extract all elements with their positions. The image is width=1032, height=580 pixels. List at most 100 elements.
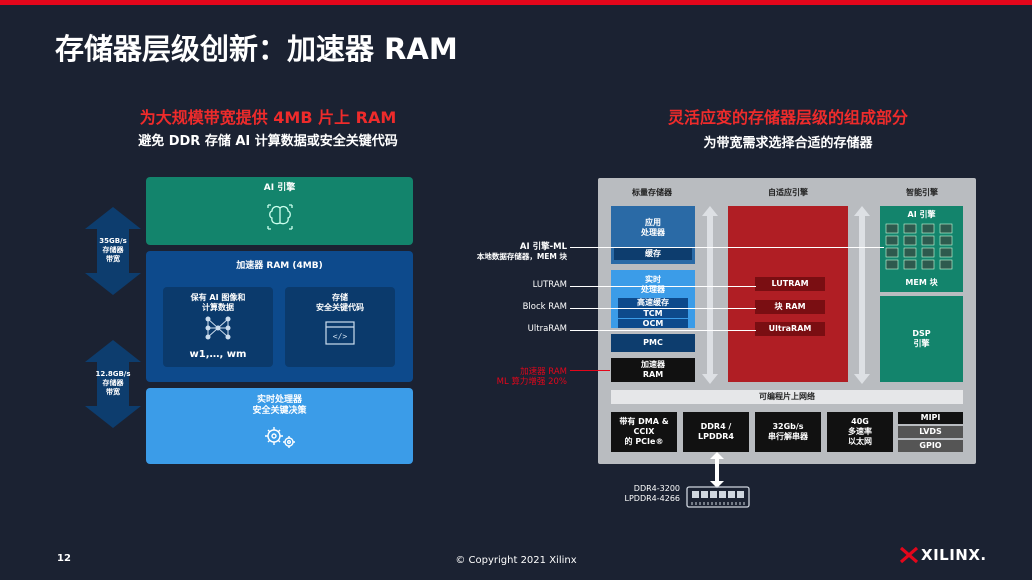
up-down-arrow-left xyxy=(702,206,718,384)
accel-ram-label: 加速器 RAM (4MB) xyxy=(236,261,323,271)
connector-ai xyxy=(570,247,884,248)
app-proc-line2: 处理器 xyxy=(641,228,665,237)
connector-accel xyxy=(570,370,610,371)
bw-bottom-label1: 存储器 xyxy=(102,379,124,387)
page-title: 存储器层级创新：加速器 RAM xyxy=(55,32,458,66)
bw-bottom-value: 12.8GB/s xyxy=(95,370,131,378)
bandwidth-arrow-bottom: 12.8GB/s 存储器 带宽 xyxy=(85,340,141,428)
left-heading: 为大规模带宽提供 4MB 片上 RAM xyxy=(139,108,397,127)
connector-bram xyxy=(570,308,756,309)
ai-engine-block: AI 引擎 xyxy=(146,177,413,245)
gears-icon xyxy=(265,427,295,448)
ai-tile-array xyxy=(885,223,953,270)
ddr-link-arrow xyxy=(710,452,724,488)
pcie-line2: CCIX xyxy=(633,427,655,436)
top-accent-bar xyxy=(0,0,1032,5)
app-processor-block: 应用处理器 缓存 xyxy=(611,206,695,264)
ext-bram-label: Block RAM xyxy=(522,302,567,312)
rt-proc-line1: 实时 xyxy=(645,275,661,284)
ddr-speed-label2: LPDDR4-4266 xyxy=(624,494,681,503)
safety-code-card: 存储 安全关键代码 </> xyxy=(285,287,395,367)
brain-icon xyxy=(267,204,293,230)
bw-top-label2: 带宽 xyxy=(106,255,120,263)
ext-ai-ml-label: AI 引擎-ML xyxy=(519,242,567,252)
mem-block-label: MEM 块 xyxy=(905,278,938,287)
app-proc-line1: 应用 xyxy=(645,218,661,227)
memory-stick-icon xyxy=(686,486,750,508)
right-subheading: 为带宽需求选择合适的存储器 xyxy=(703,136,873,151)
col-adaptive-label: 自适应引擎 xyxy=(768,188,808,197)
ai-engine-tile-block: AI 引擎 MEM 块 xyxy=(880,206,963,292)
io-lvds: LVDS xyxy=(898,426,963,438)
svg-text:</>: </> xyxy=(333,332,348,341)
xilinx-wordmark: XILINX. xyxy=(921,546,987,564)
bandwidth-arrow-top: 35GB/s 存储器 带宽 xyxy=(85,207,141,295)
page-number: 12 xyxy=(57,553,71,564)
dsp-line1: DSP xyxy=(912,329,931,338)
right-heading: 灵活应变的存储器层级的组成部分 xyxy=(667,108,908,127)
ext-ml-boost-label: ML 算力增强 20% xyxy=(496,377,567,387)
ai-engine-tile-label: AI 引擎 xyxy=(907,210,936,219)
accelerator-ram-block: 加速器 RAM (4MB) 保有 AI 图像和 计算数据 w1,…, wm 存储… xyxy=(146,251,413,382)
ddr-speed-label1: DDR4-3200 xyxy=(633,484,680,493)
io-mipi: MIPI xyxy=(898,412,963,424)
hs-cache-block: 高速缓存 xyxy=(618,298,688,308)
up-down-arrow-right xyxy=(854,206,870,384)
ddr-line1: DDR4 / xyxy=(700,422,732,431)
noc-bar: 可编程片上网络 xyxy=(611,390,963,404)
ext-accel-ram-label: 加速器 RAM xyxy=(520,367,567,377)
xilinx-logo: XILINX. xyxy=(900,546,990,564)
col-intelligent-label: 智能引擎 xyxy=(906,188,938,197)
accel-ram-line2: RAM xyxy=(642,370,664,379)
rt-line2: 安全关键决策 xyxy=(252,406,307,416)
rt-line1: 实时处理器 xyxy=(256,395,302,405)
network-icon xyxy=(205,316,231,340)
connector-lutram xyxy=(570,286,756,287)
realtime-processor-block: 实时处理器 安全关键决策 xyxy=(146,388,413,464)
safety-line1: 存储 xyxy=(332,293,348,302)
ext-lutram-label: LUTRAM xyxy=(532,280,567,290)
ai-data-card: 保有 AI 图像和 计算数据 w1,…, wm xyxy=(163,287,273,367)
copyright: © Copyright 2021 Xilinx xyxy=(455,555,577,566)
ai-data-line1: 保有 AI 图像和 xyxy=(190,293,246,302)
ai-data-line2: 计算数据 xyxy=(202,303,234,312)
io-gpio: GPIO xyxy=(898,440,963,452)
ext-local-mem-label: 本地数据存储器，MEM 块 xyxy=(476,252,567,261)
code-window-icon: </> xyxy=(325,321,355,345)
xilinx-x-icon xyxy=(900,547,918,563)
col-scalar-label: 标量存储器 xyxy=(632,188,672,197)
rt-proc-line2: 处理器 xyxy=(641,285,665,294)
ext-uram-label: UltraRAM xyxy=(527,324,567,334)
connector-uram xyxy=(570,330,756,331)
adaptive-engine-block: LUTRAM 块 RAM UltraRAM xyxy=(728,206,848,382)
serdes-line1: 32Gb/s xyxy=(772,422,804,431)
ultraram-block: UltraRAM xyxy=(755,322,825,336)
bw-bottom-label2: 带宽 xyxy=(106,388,120,396)
block-ram-block: 块 RAM xyxy=(755,300,825,314)
pmc-block: PMC xyxy=(611,334,695,352)
left-subheading: 避免 DDR 存储 AI 计算数据或安全关键代码 xyxy=(138,134,398,149)
weights-formula: w1,…, wm xyxy=(189,349,247,360)
versal-diagram: 标量存储器 自适应引擎 智能引擎 应用处理器 缓存 实时处理器 高速缓存 TCM… xyxy=(598,178,976,464)
ocm-block: OCM xyxy=(618,319,688,328)
accel-ram-line1: 加速器 xyxy=(641,360,665,369)
eth-line2: 多速率 xyxy=(848,427,872,436)
dsp-line2: 引擎 xyxy=(913,339,930,348)
eth-line1: 40G xyxy=(851,417,869,426)
pcie-line1: 带有 DMA & xyxy=(619,417,669,426)
cache-block: 缓存 xyxy=(614,248,692,260)
rt-processor-block: 实时处理器 高速缓存 TCM OCM xyxy=(611,270,695,328)
ddr-line2: LPDDR4 xyxy=(698,432,734,441)
ai-engine-label: AI 引擎 xyxy=(263,183,296,193)
lutram-block: LUTRAM xyxy=(755,277,825,291)
safety-line2: 安全关键代码 xyxy=(316,303,364,312)
eth-line3: 以太网 xyxy=(848,437,872,446)
pcie-line3: 的 PCIe® xyxy=(624,437,664,446)
serdes-line2: 串行解串器 xyxy=(768,432,808,441)
bw-top-value: 35GB/s xyxy=(99,237,127,245)
